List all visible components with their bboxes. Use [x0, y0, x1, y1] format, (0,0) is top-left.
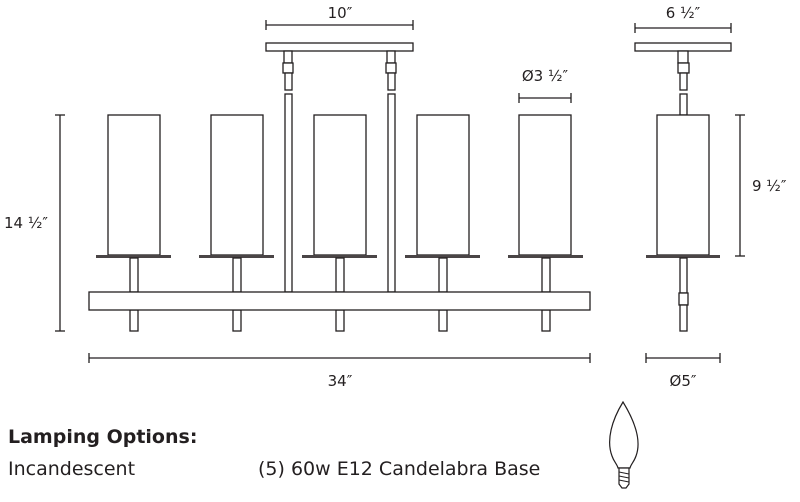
lamping-options-heading: Lamping Options: [8, 426, 198, 448]
overall-height-label: 14 ½″ [4, 214, 48, 232]
side-view: 6 ½″ 9 ½″ Ø5″ [634, 4, 787, 390]
shade-2 [199, 114, 274, 332]
lamp-spec: (5) 60w E12 Candelabra Base [258, 458, 541, 480]
lamp-type: Incandescent [8, 458, 136, 480]
shade-3 [302, 114, 377, 332]
canopy [265, 42, 414, 52]
shade-height-label: 9 ½″ [752, 177, 787, 195]
shade-5 [508, 114, 583, 332]
shade-diameter-label: Ø3 ½″ [522, 67, 569, 85]
canopy-width-label: 10″ [328, 4, 353, 22]
overall-length-label: 34″ [328, 372, 353, 390]
front-view: 10″ Ø3 ½″ 14 ½″ 34″ [4, 4, 591, 390]
crossbar [88, 291, 591, 311]
shade-4 [405, 114, 480, 332]
side-diameter-label: Ø5″ [670, 372, 697, 390]
shades [96, 114, 583, 332]
side-canopy-width-label: 6 ½″ [666, 4, 701, 22]
candelabra-bulb-icon [609, 400, 639, 489]
shade-1 [96, 114, 171, 332]
